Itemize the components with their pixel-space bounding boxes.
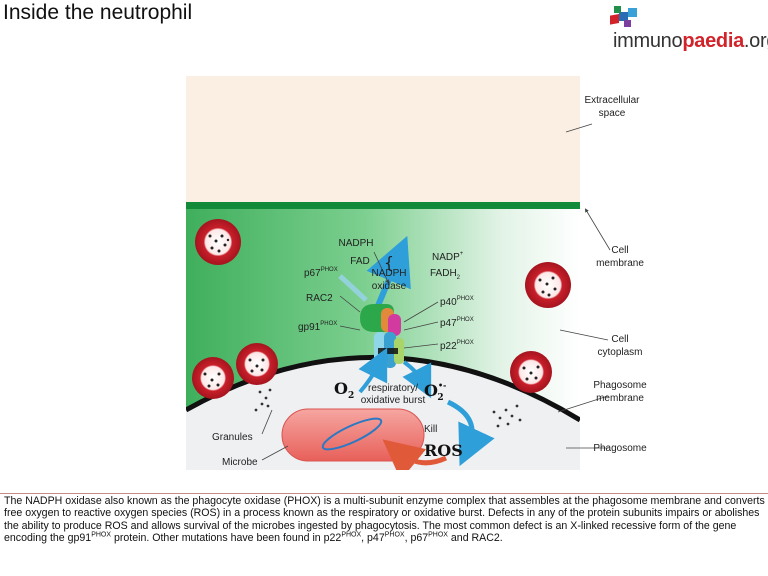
p67-text: p67 xyxy=(304,268,321,279)
fadh-label: FADH2 xyxy=(430,268,461,281)
p22-sup: PHOX xyxy=(457,340,474,346)
logo-cubes-icon xyxy=(610,6,637,27)
cytoplasm-label-line1: Cell xyxy=(611,334,628,345)
extracellular-label-line1: Extracellular xyxy=(584,95,640,106)
p40-label: p40PHOX xyxy=(440,296,474,308)
cell-membrane xyxy=(186,202,580,209)
logo-prefix: immuno xyxy=(613,30,683,52)
burst-label-line2: oxidative burst xyxy=(361,395,426,406)
fadh-sub: 2 xyxy=(457,275,461,281)
superoxide-sub: 2 xyxy=(437,393,443,403)
phagosome-membrane-label-line2: membrane xyxy=(596,393,644,404)
brace-glyph: { xyxy=(384,253,394,272)
fad-label: FAD xyxy=(350,256,369,267)
leader-lines xyxy=(261,123,611,461)
caption-sup2: PHOX xyxy=(341,531,362,539)
logo-accent: paedia xyxy=(682,30,744,52)
p40-text: p40 xyxy=(440,297,457,308)
caption-part2: protein. Other mutations have been found… xyxy=(111,532,342,545)
caption-part1: The NADPH oxidase also known as the phag… xyxy=(4,495,765,545)
p22-text: p22 xyxy=(440,341,457,352)
granules-label: Granules xyxy=(212,432,253,443)
cytoplasm-label-line2: cytoplasm xyxy=(597,347,642,358)
caption-sup1: PHOX xyxy=(91,531,112,539)
neutrophil-diagram: Extracellular space Cell membrane Cell c… xyxy=(186,76,647,470)
p47-label: p47PHOX xyxy=(440,317,474,329)
p22-label: p22PHOX xyxy=(440,340,474,352)
superoxide-arrow xyxy=(402,360,432,399)
caption-sup3: PHOX xyxy=(384,531,405,539)
p40-sup: PHOX xyxy=(457,296,474,302)
logo-text: immunopaedia.org xyxy=(613,30,768,53)
caption-divider xyxy=(0,493,768,494)
gp91-label: gp91PHOX xyxy=(298,321,337,333)
nadph-label: NADPH xyxy=(338,238,373,249)
nadp-sup: + xyxy=(460,251,464,257)
caption: The NADPH oxidase also known as the phag… xyxy=(4,495,766,545)
kill-arrow xyxy=(382,439,448,470)
phagosome-membrane-label-line1: Phagosome xyxy=(593,380,647,391)
superoxide-label: O•- 2 xyxy=(424,380,446,403)
caption-part4: , p67 xyxy=(404,532,429,545)
logo-suffix: .org xyxy=(743,30,768,52)
burst-label-line1: respiratory/ xyxy=(368,383,418,394)
caption-part5: and RAC2. xyxy=(447,532,503,545)
extracellular-label-line2: space xyxy=(599,108,626,119)
o2-arrow xyxy=(358,347,388,394)
granules xyxy=(192,219,571,399)
o2-sub: 2 xyxy=(348,391,354,401)
ros-label: ROS xyxy=(424,441,463,460)
nadp-label: NADP+ xyxy=(432,251,464,263)
p47-sup: PHOX xyxy=(457,317,474,323)
o2-text: O xyxy=(334,379,348,398)
phagosome-label: Phagosome xyxy=(593,443,647,454)
nadph-oxidase-label-line2: oxidase xyxy=(372,281,407,292)
p67-label: p67PHOX xyxy=(304,267,338,279)
superoxide-text: O xyxy=(424,381,438,400)
cell-membrane-label-line2: membrane xyxy=(596,258,644,269)
p67-sup: PHOX xyxy=(321,267,338,273)
superoxide-sup: •- xyxy=(438,380,446,390)
granule-contents xyxy=(254,388,522,428)
gp91-text: gp91 xyxy=(298,322,321,333)
fadh-text: FADH xyxy=(430,268,457,279)
p47-text: p47 xyxy=(440,318,457,329)
ros-arrow xyxy=(446,399,495,467)
rac2-label: RAC2 xyxy=(306,293,333,304)
kill-label: Kill xyxy=(424,424,437,435)
microbe-label: Microbe xyxy=(222,457,258,468)
gp91-sup: PHOX xyxy=(320,321,337,327)
extracellular-space xyxy=(186,76,580,204)
caption-sup4: PHOX xyxy=(428,531,448,539)
slide-title: Inside the neutrophil xyxy=(3,1,193,24)
nadph-oxidase-complex xyxy=(338,235,411,368)
nadp-text: NADP xyxy=(432,252,460,263)
cell-membrane-label-line1: Cell xyxy=(611,245,628,256)
caption-part3: , p47 xyxy=(361,532,385,545)
o2-label: O2 xyxy=(334,379,354,401)
nadph-oxidase-label-line1: NADPH xyxy=(371,268,406,279)
